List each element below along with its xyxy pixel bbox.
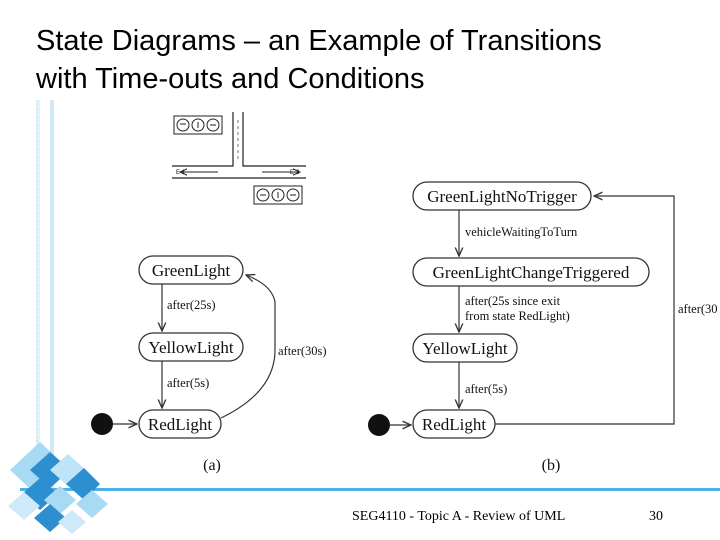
slide-title-line-2: with Time-outs and Conditions bbox=[36, 63, 425, 95]
transition-label: after(25s since exit bbox=[465, 294, 561, 308]
transition-label: after(5s) bbox=[167, 376, 209, 390]
car-icon: E-1 E-3 bbox=[176, 118, 300, 176]
left-accent-line bbox=[50, 100, 54, 490]
svg-text:E-3: E-3 bbox=[290, 170, 300, 176]
state-diagram-b: GreenLightNoTrigger GreenLightChangeTrig… bbox=[368, 181, 718, 474]
state-label: GreenLight bbox=[152, 261, 231, 280]
transition-arrow bbox=[220, 275, 276, 419]
state-label: GreenLightChangeTriggered bbox=[433, 263, 630, 282]
page-number: 30 bbox=[649, 509, 663, 524]
state-label: RedLight bbox=[148, 415, 212, 434]
corner-mosaic bbox=[8, 442, 108, 534]
state-diagram-a: GreenLight YellowLight RedLight after(25… bbox=[91, 255, 327, 474]
footer-rule bbox=[20, 488, 720, 491]
transition-label: from state RedLight) bbox=[465, 309, 570, 323]
footer-course-label: SEG4110 - Topic A - Review of UML bbox=[352, 509, 566, 524]
state-green-light-change-triggered bbox=[412, 257, 650, 287]
traffic-light-icon bbox=[253, 185, 303, 205]
diagram-caption: (b) bbox=[542, 457, 561, 474]
intersection-illustration: E-1 E-3 bbox=[172, 108, 310, 212]
state-label: GreenLightNoTrigger bbox=[427, 187, 577, 206]
state-yellow-light-a bbox=[138, 332, 244, 362]
transition-label: after(25s) bbox=[167, 298, 216, 312]
transition-label: after(30 bbox=[678, 302, 718, 316]
state-green-light-no-trigger bbox=[412, 181, 592, 211]
transition-label: after(5s) bbox=[465, 382, 507, 396]
transition-arrow bbox=[495, 196, 675, 425]
initial-state-dot bbox=[91, 413, 113, 435]
state-label: RedLight bbox=[422, 415, 486, 434]
state-red-light-a bbox=[138, 409, 222, 439]
traffic-light-icon bbox=[173, 115, 223, 135]
state-label: YellowLight bbox=[148, 338, 233, 357]
left-accent-bar bbox=[36, 100, 40, 452]
state-label: YellowLight bbox=[422, 339, 507, 358]
diagram-caption: (a) bbox=[203, 457, 221, 474]
transition-label: after(30s) bbox=[278, 344, 327, 358]
state-yellow-light-b bbox=[412, 333, 518, 363]
slide-title: State Diagrams – an Example of Transitio… bbox=[36, 22, 696, 98]
transition-label: vehicleWaitingToTurn bbox=[465, 225, 578, 239]
slide-title-line-1: State Diagrams – an Example of Transitio… bbox=[36, 25, 602, 57]
svg-text:E-1: E-1 bbox=[176, 170, 186, 176]
state-green-light-a bbox=[138, 255, 244, 285]
initial-state-dot bbox=[368, 414, 390, 436]
slide-decoration bbox=[8, 100, 720, 534]
